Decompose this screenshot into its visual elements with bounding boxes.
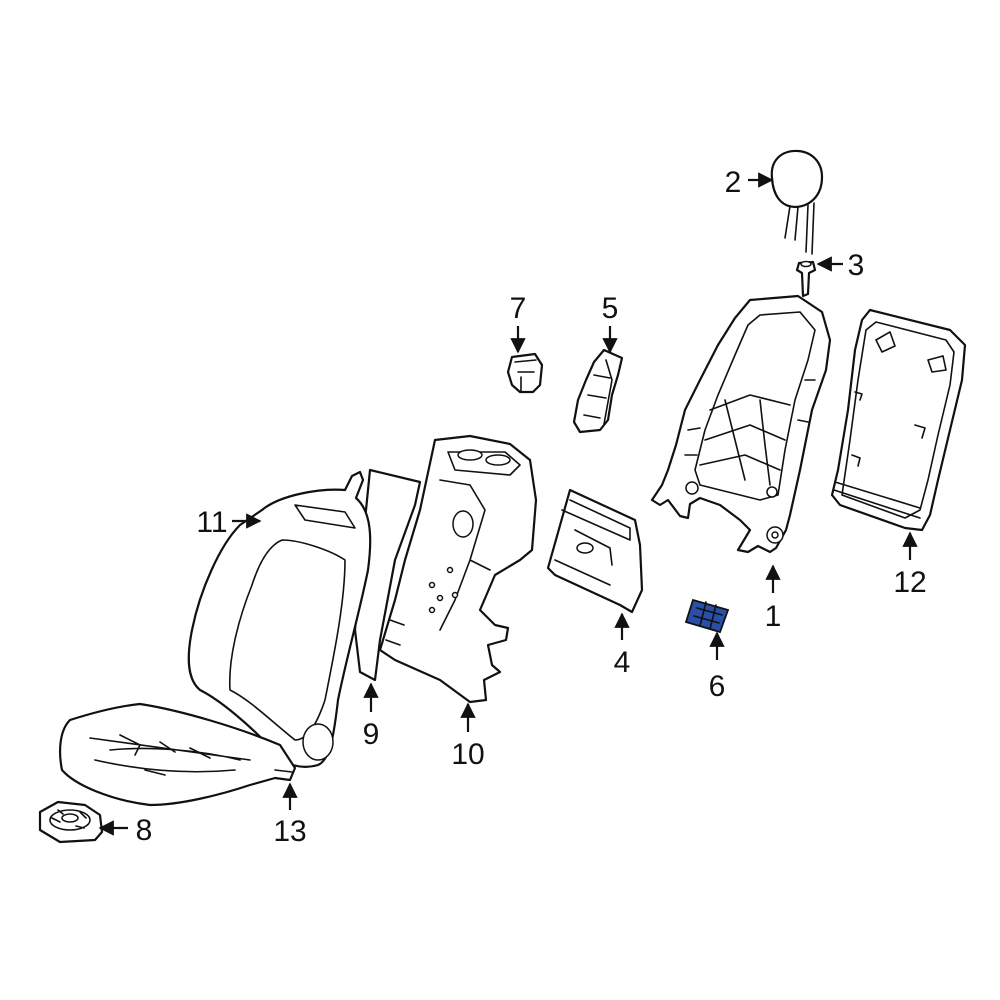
part-headrest[interactable]	[770, 149, 824, 255]
part-back-panel[interactable]	[830, 308, 967, 532]
part-headrest-guide[interactable]	[795, 260, 817, 298]
part-blower-fan[interactable]	[38, 800, 104, 844]
callout-9: 9	[363, 718, 380, 751]
callout-3: 3	[848, 249, 865, 282]
part-seat-cushion[interactable]	[59, 702, 297, 807]
callout-5: 5	[602, 292, 619, 325]
part-clip[interactable]	[506, 352, 544, 394]
callout-13: 13	[273, 815, 306, 848]
callout-10: 10	[451, 738, 484, 771]
callout-8: 8	[136, 814, 153, 847]
callout-2: 2	[725, 166, 742, 199]
callout-1: 1	[765, 600, 782, 633]
callout-arrows	[98, 172, 918, 836]
part-seat-back-foam[interactable]	[378, 434, 538, 704]
callout-11: 11	[196, 506, 227, 539]
callout-4: 4	[614, 646, 631, 679]
callout-7: 7	[510, 292, 527, 325]
callout-12: 12	[893, 566, 926, 599]
part-seat-back-frame[interactable]	[650, 294, 832, 554]
part-side-cover[interactable]	[546, 488, 644, 614]
part-seat-back-cover[interactable]	[187, 470, 372, 768]
part-module-highlighted[interactable]	[684, 598, 730, 634]
callout-6: 6	[709, 670, 726, 703]
part-side-bolster-trim[interactable]	[572, 348, 624, 434]
